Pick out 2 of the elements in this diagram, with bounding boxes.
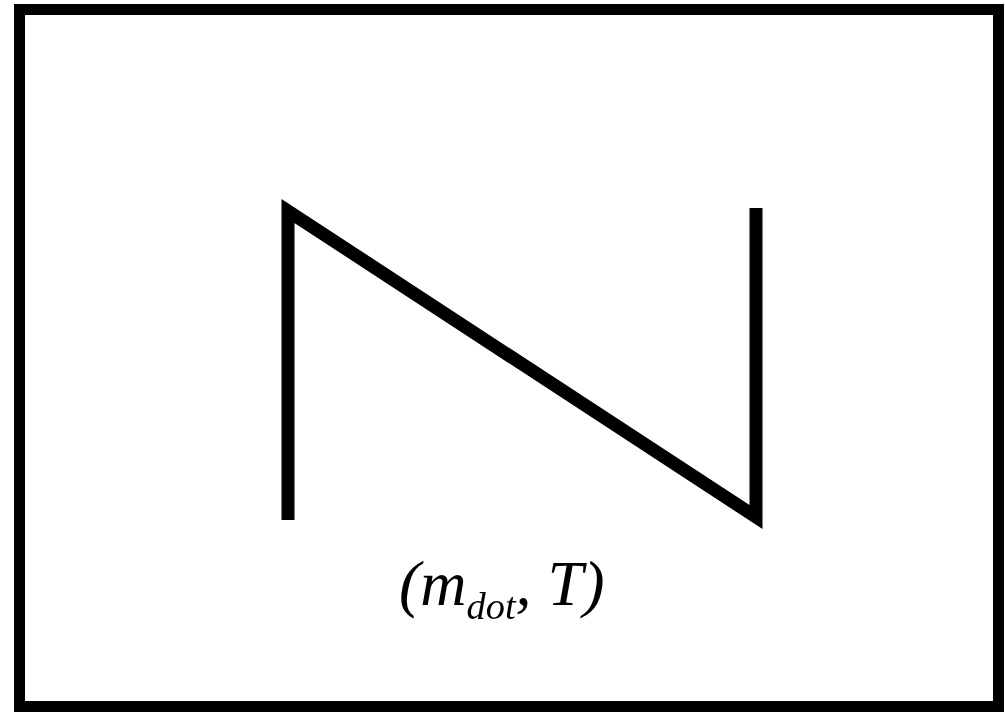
variable-label: (m$_{dot}$, T) [399, 552, 605, 626]
block-frame [14, 4, 1004, 712]
